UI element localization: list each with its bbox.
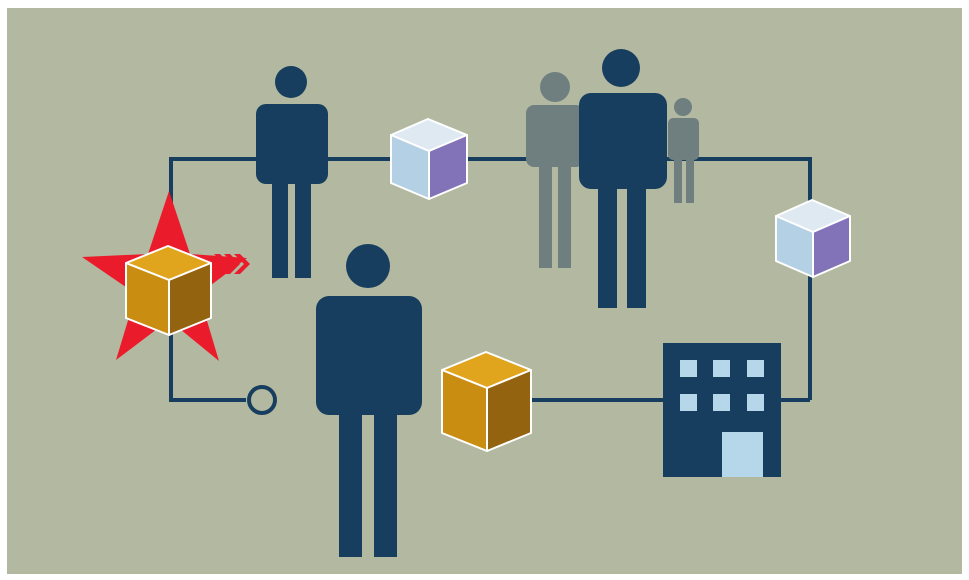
connection-endpoint-icon	[247, 385, 277, 415]
crowd-icon	[526, 49, 699, 308]
office-building-icon	[663, 343, 781, 477]
person-icon	[668, 98, 699, 203]
cube-icon	[125, 245, 212, 336]
cube-icon	[775, 199, 851, 278]
person-icon	[579, 49, 667, 308]
person-icon	[316, 244, 422, 557]
person-icon	[256, 66, 328, 278]
cube-icon	[441, 351, 532, 452]
cube-icon	[390, 118, 468, 200]
building-windows	[680, 360, 764, 411]
person-icon	[526, 72, 584, 268]
left-connector	[169, 318, 246, 402]
building-door	[722, 432, 763, 477]
